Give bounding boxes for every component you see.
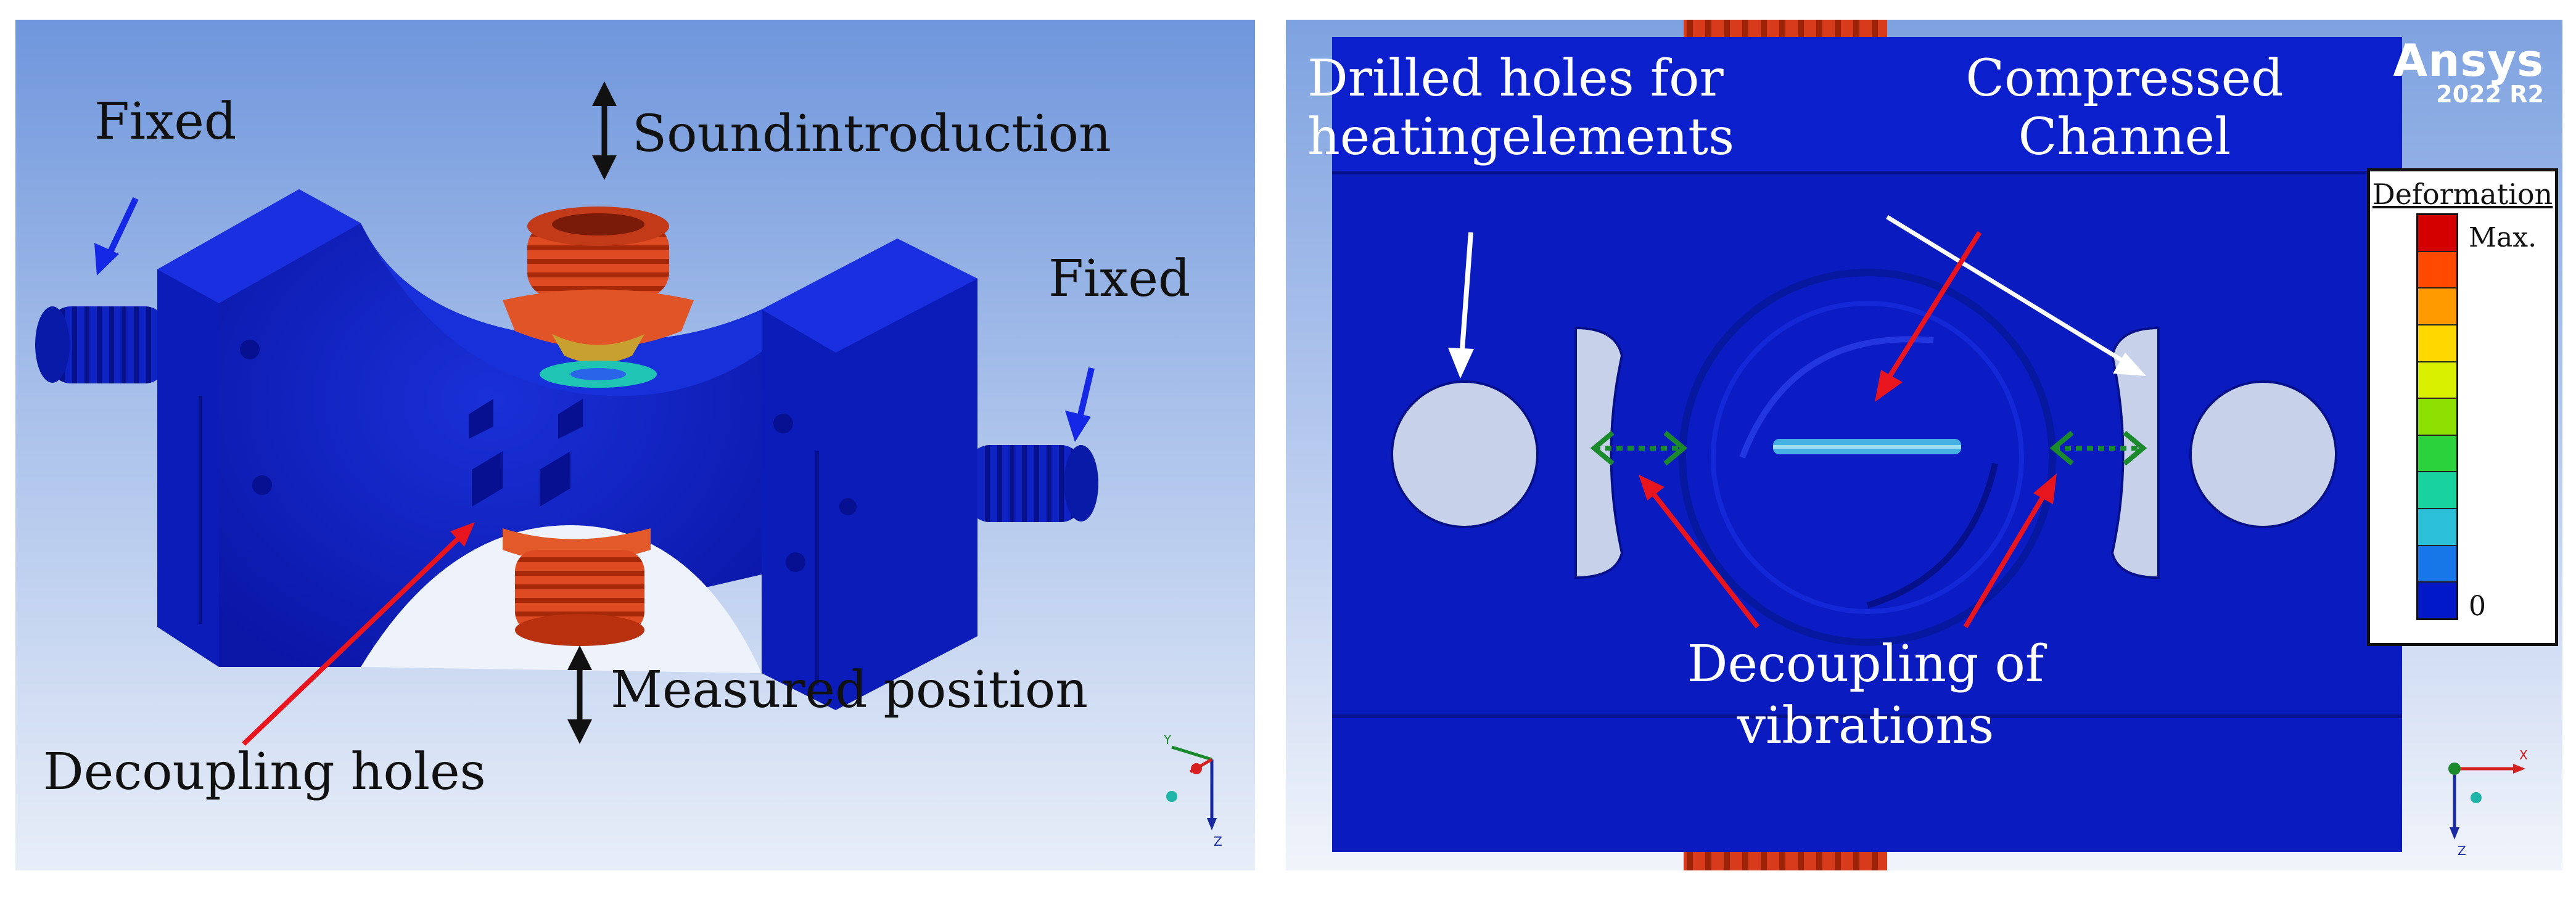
axis-z-label: Z: [1214, 834, 1222, 849]
heating-element-hole-left: [1391, 380, 1539, 528]
housing-body: [157, 189, 977, 710]
label-compressed-line1: Compressed: [1965, 49, 2284, 108]
legend-swatch: [2418, 362, 2456, 399]
left-threaded-connector: [35, 306, 167, 383]
annotation-arrows: [94, 81, 1095, 746]
top-view-model-drawing: X Z: [1332, 20, 2528, 870]
label-fixed-left: Fixed: [94, 92, 237, 151]
isometric-model-drawing: Y Z: [35, 81, 1222, 849]
label-measured-position: Measured position: [611, 661, 1088, 719]
label-fixed-right: Fixed: [1048, 250, 1191, 308]
legend-swatch: [2418, 399, 2456, 436]
label-decoupling-line1: Decoupling of: [1687, 635, 2044, 693]
legend-title: Deformation: [2372, 178, 2553, 211]
central-recess: [1679, 269, 2056, 646]
legend-swatch: [2418, 215, 2456, 252]
brand-name: Ansys: [2393, 35, 2544, 86]
legend-swatch: [2418, 288, 2456, 325]
ansys-logo: Ansys 2022 R2: [2393, 38, 2544, 106]
legend-swatch: [2418, 325, 2456, 362]
label-decoupling-line2: vibrations: [1737, 697, 1994, 755]
brand-version: 2022 R2: [2436, 81, 2544, 108]
legend-color-bar: [2416, 213, 2458, 620]
legend-min-label: 0: [2469, 591, 2486, 622]
legend-swatch: [2418, 252, 2456, 289]
axis-triad-left: Y Z: [1163, 732, 1222, 849]
label-sound-introduction: Soundintroduction: [632, 105, 1111, 163]
deformation-legend: Deformation Max. 0: [2367, 168, 2558, 646]
legend-swatch: [2418, 509, 2456, 546]
legend-swatch: [2418, 435, 2456, 473]
legend-swatch: [2418, 472, 2456, 510]
right-threaded-connector: [968, 445, 1098, 522]
axis-x-label-right: X: [2519, 748, 2528, 763]
axis-triad-right: X Z: [2448, 748, 2528, 858]
label-compressed-line2: Channel: [2018, 108, 2231, 166]
axis-z-label-right: Z: [2458, 843, 2466, 858]
bottom-red-connector: [503, 528, 651, 646]
label-drilled-holes-line1: Drilled holes for: [1307, 49, 1724, 108]
legend-swatch: [2418, 546, 2456, 583]
annotation-arrows-right: [1448, 215, 2147, 629]
label-decoupling-holes: Decoupling holes: [43, 743, 486, 801]
axis-y-label: Y: [1163, 732, 1172, 747]
legend-swatch: [2418, 583, 2456, 619]
legend-max-label: Max.: [2469, 222, 2537, 253]
label-drilled-holes-line2: heatingelements: [1307, 108, 1735, 166]
right-panel-top-view: X Z Ansys 2022 R2 Drilled holes for heat…: [1286, 20, 2562, 870]
left-panel-isometric-view: Y Z Fixed Fixed Soundintroduction Measur…: [15, 20, 1255, 870]
heating-element-hole-right: [2189, 380, 2337, 528]
top-red-connector: [503, 207, 694, 388]
